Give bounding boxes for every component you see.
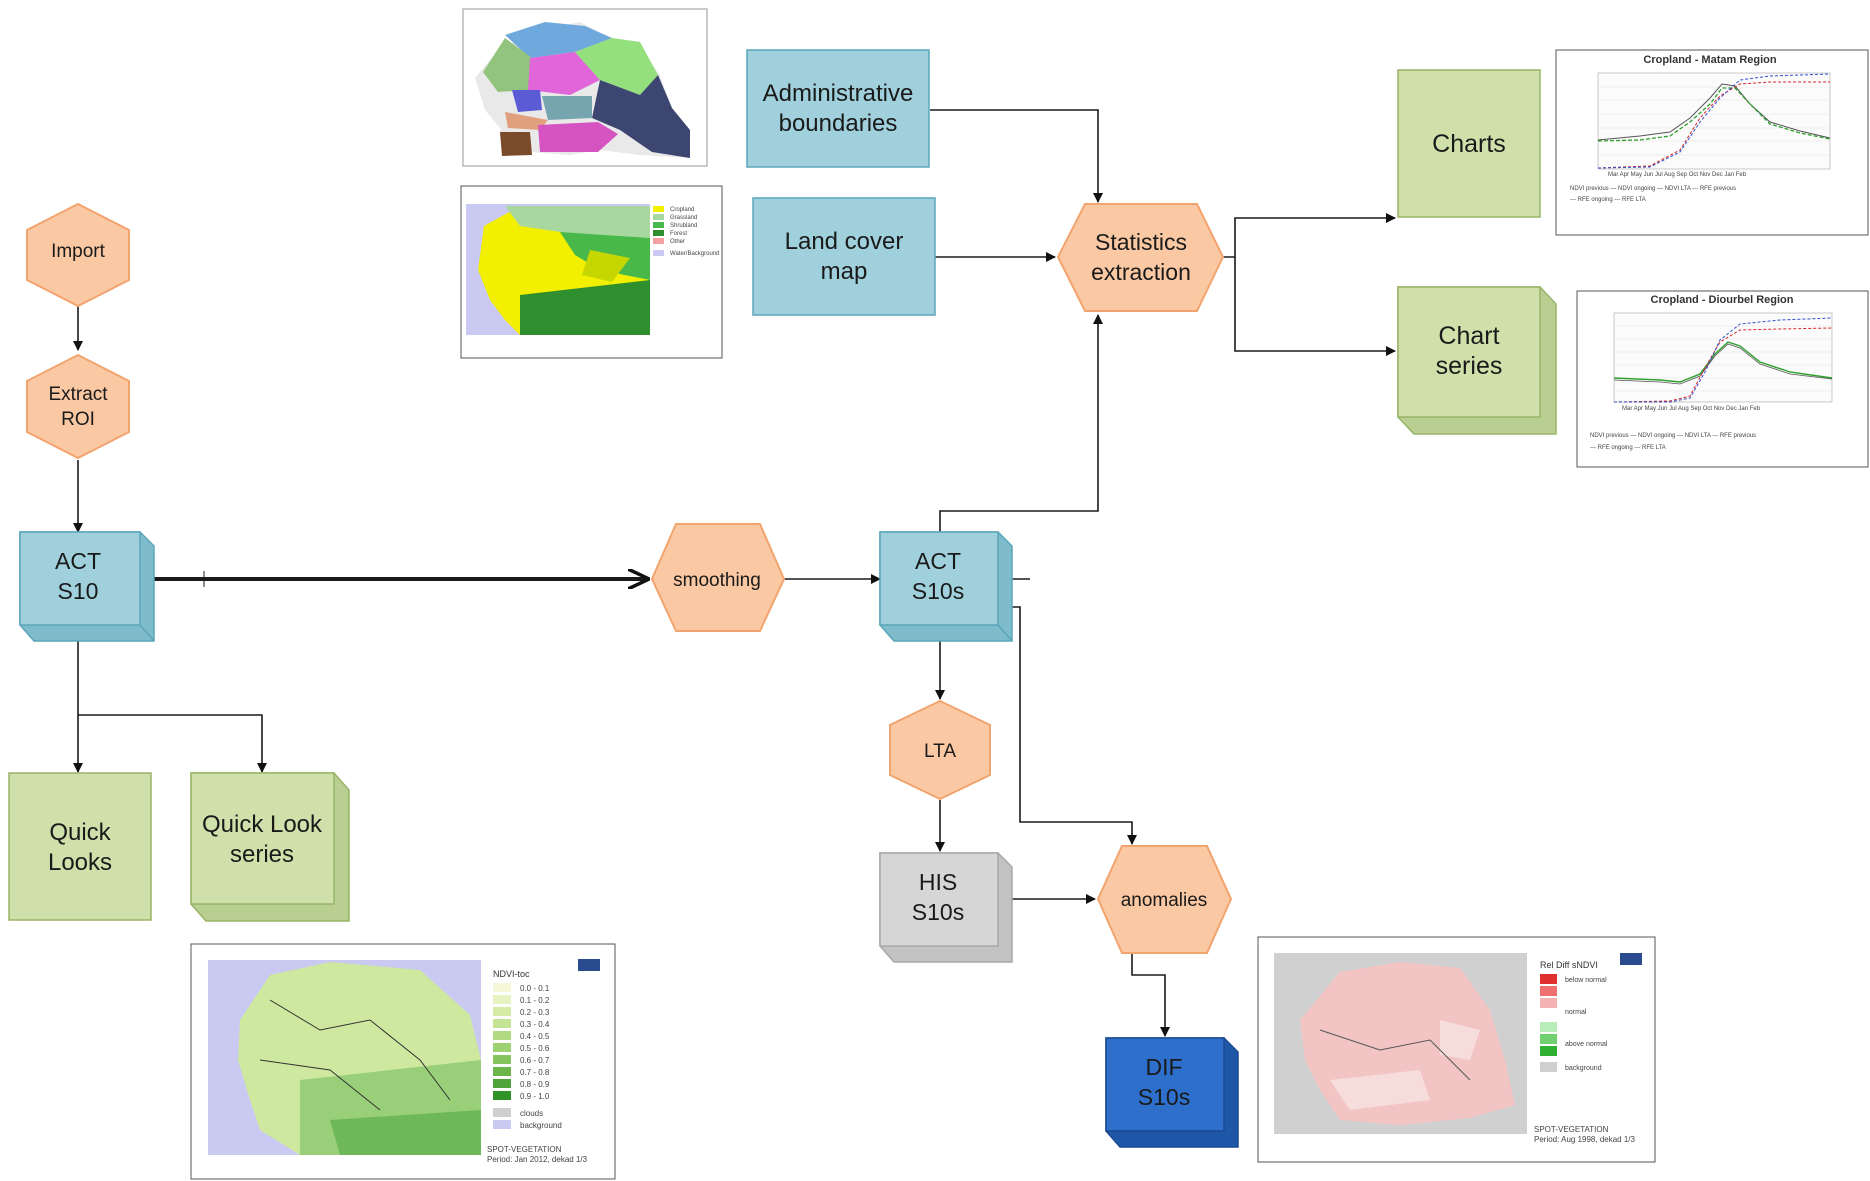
arrow-statistics-to-charts — [1223, 213, 1396, 258]
diourbel-chart-thumbnail: Cropland - Diourbel Region Mar Apr May J… — [1576, 290, 1869, 468]
landcover-legend-item: Forest — [670, 231, 687, 237]
node-act-s10s[interactable]: ACT S10s — [879, 531, 1013, 642]
ndvi-legend-item: 0.7 - 0.8 — [520, 1068, 550, 1077]
act-s10s-label-2: S10s — [912, 578, 964, 604]
node-his-s10s[interactable]: HIS S10s — [879, 852, 1013, 963]
matam-legend-row2: --- RFE ongoing --- RFE LTA — [1570, 197, 1646, 203]
ndvi-footer-2: Period: Jan 2012, dekad 1/3 — [487, 1155, 588, 1164]
diourbel-months: Mar Apr May Jun Jul Aug Sep Oct Nov Dec … — [1622, 406, 1761, 412]
ndvi-legend-title: NDVI-toc — [493, 969, 530, 979]
diourbel-legend-row1: NDVI previous — NDVI ongoing — NDVI LTA … — [1590, 433, 1756, 439]
arrow-act-s10-to-quick-look-series — [78, 714, 267, 773]
node-administrative-boundaries[interactable]: Administrative boundaries — [746, 49, 930, 168]
extract-roi-label-2: ROI — [61, 409, 95, 430]
matam-months: Mar Apr May Jun Jul Aug Sep Oct Nov Dec … — [1608, 172, 1747, 178]
act-s10-label-2: S10 — [58, 578, 99, 604]
anomaly-legend-item: background — [1565, 1065, 1602, 1072]
ndvi-legend-item: 0.0 - 0.1 — [520, 984, 550, 993]
anomaly-legend-item: normal — [1565, 1009, 1587, 1016]
act-s10-label-1: ACT — [55, 548, 101, 574]
arrow-admin-to-statistics — [930, 109, 1103, 203]
ndvi-legend-item: clouds — [520, 1109, 543, 1118]
extract-roi-label-1: Extract — [48, 384, 108, 405]
chart-series-label-2: series — [1436, 352, 1503, 380]
ndvi-footer-1: SPOT-VEGETATION — [487, 1145, 562, 1154]
ndvi-legend-item: 0.5 - 0.6 — [520, 1044, 550, 1053]
diourbel-legend-row2: --- RFE ongoing --- RFE LTA — [1590, 445, 1666, 451]
jrc-logo — [1620, 953, 1642, 965]
charts-label: Charts — [1432, 130, 1506, 158]
matam-chart-thumbnail: Cropland - Matam Region Mar Apr May Jun … — [1555, 49, 1869, 236]
landcover-legend-item: Other — [670, 239, 685, 245]
admin-label-1: Administrative — [763, 80, 914, 107]
anomalies-label: anomalies — [1121, 890, 1208, 911]
node-dif-s10s[interactable]: DIF S10s — [1105, 1037, 1239, 1148]
connectors — [73, 109, 1396, 1037]
ndvi-legend-item: 0.8 - 0.9 — [520, 1080, 550, 1089]
quick-looks-label-2: Looks — [48, 849, 112, 876]
node-quick-looks[interactable]: Quick Looks — [8, 772, 152, 921]
node-extract-roi[interactable]: Extract ROI — [26, 353, 130, 460]
anomaly-footer-1: SPOT-VEGETATION — [1534, 1125, 1609, 1134]
node-charts[interactable]: Charts — [1397, 69, 1541, 218]
node-quick-look-series[interactable]: Quick Look series — [190, 772, 350, 922]
quick-look-series-label-1: Quick Look — [202, 811, 323, 838]
his-s10s-label-1: HIS — [919, 869, 957, 895]
quick-look-series-label-2: series — [230, 841, 294, 868]
ndvi-legend-item: 0.9 - 1.0 — [520, 1092, 550, 1101]
landcover-legend-item: Shrubland — [670, 223, 697, 229]
ndvi-legend-item: 0.3 - 0.4 — [520, 1020, 550, 1029]
landcover-legend-item: Grassland — [670, 215, 697, 221]
quick-looks-label-1: Quick — [49, 819, 111, 846]
jrc-logo — [578, 959, 600, 971]
lta-label: LTA — [924, 741, 956, 762]
arrow-anomalies-to-dif — [1131, 953, 1170, 1037]
node-act-s10[interactable]: ACT S10 — [19, 531, 155, 642]
ndvi-legend-item: 0.1 - 0.2 — [520, 996, 550, 1005]
import-label: Import — [51, 241, 106, 262]
ndvi-legend-item: 0.2 - 0.3 — [520, 1008, 550, 1017]
arrow-act-s10s-to-anomalies — [1000, 606, 1137, 845]
ndvi-legend: 0.0 - 0.1 0.1 - 0.2 0.2 - 0.3 0.3 - 0.4 … — [493, 983, 562, 1130]
admin-label-2: boundaries — [779, 110, 898, 137]
matam-legend-row1: NDVI previous — NDVI ongoing — NDVI LTA … — [1570, 186, 1736, 192]
act-s10s-label-1: ACT — [915, 548, 961, 574]
matam-chart-title: Cropland - Matam Region — [1643, 54, 1777, 66]
his-s10s-label-2: S10s — [912, 899, 964, 925]
anomaly-legend-title: Rel Diff sNDVI — [1540, 960, 1598, 970]
anomaly-legend: below normal normal above normal backgro… — [1540, 974, 1608, 1072]
admin-map-thumbnail — [462, 8, 708, 167]
anomaly-map-thumbnail: Rel Diff sNDVI below normal normal above… — [1257, 936, 1656, 1163]
statistics-label-2: extraction — [1091, 259, 1191, 285]
anomaly-footer-2: Period: Aug 1998, dekad 1/3 — [1534, 1135, 1636, 1144]
landcover-legend-item: Cropland — [670, 207, 694, 213]
node-chart-series[interactable]: Chart series — [1397, 286, 1557, 435]
chart-series-label-1: Chart — [1438, 322, 1499, 350]
ndvi-legend-item: 0.4 - 0.5 — [520, 1032, 550, 1041]
arrow-act-s10s-to-statistics — [939, 314, 1103, 532]
node-anomalies[interactable]: anomalies — [1096, 845, 1233, 954]
ndvi-map-thumbnail: NDVI-toc 0.0 - 0.1 0.1 - 0.2 0.2 - 0.3 0… — [190, 943, 616, 1180]
anomaly-legend-item: below normal — [1565, 977, 1607, 984]
dif-s10s-label-1: DIF — [1145, 1054, 1182, 1080]
arrow-statistics-to-chart-series — [1234, 257, 1396, 356]
landcover-label-1: Land cover — [785, 228, 904, 255]
statistics-label-1: Statistics — [1095, 229, 1187, 255]
landcover-label-2: map — [821, 258, 868, 285]
anomaly-legend-item: above normal — [1565, 1041, 1608, 1048]
dif-s10s-label-2: S10s — [1138, 1084, 1190, 1110]
node-lta[interactable]: LTA — [889, 699, 991, 801]
smoothing-label: smoothing — [673, 570, 761, 591]
landcover-map-thumbnail: Cropland Grassland Shrubland Forest Othe… — [460, 185, 723, 359]
diourbel-chart-title: Cropland - Diourbel Region — [1651, 294, 1794, 306]
ndvi-legend-item: background — [520, 1121, 562, 1130]
node-import[interactable]: Import — [26, 202, 130, 308]
ndvi-legend-item: 0.6 - 0.7 — [520, 1056, 550, 1065]
node-land-cover-map[interactable]: Land cover map — [752, 197, 936, 316]
landcover-legend-item: Water/Background — [670, 251, 719, 257]
node-statistics-extraction[interactable]: Statistics extraction — [1056, 203, 1225, 312]
node-smoothing[interactable]: smoothing — [650, 523, 786, 632]
